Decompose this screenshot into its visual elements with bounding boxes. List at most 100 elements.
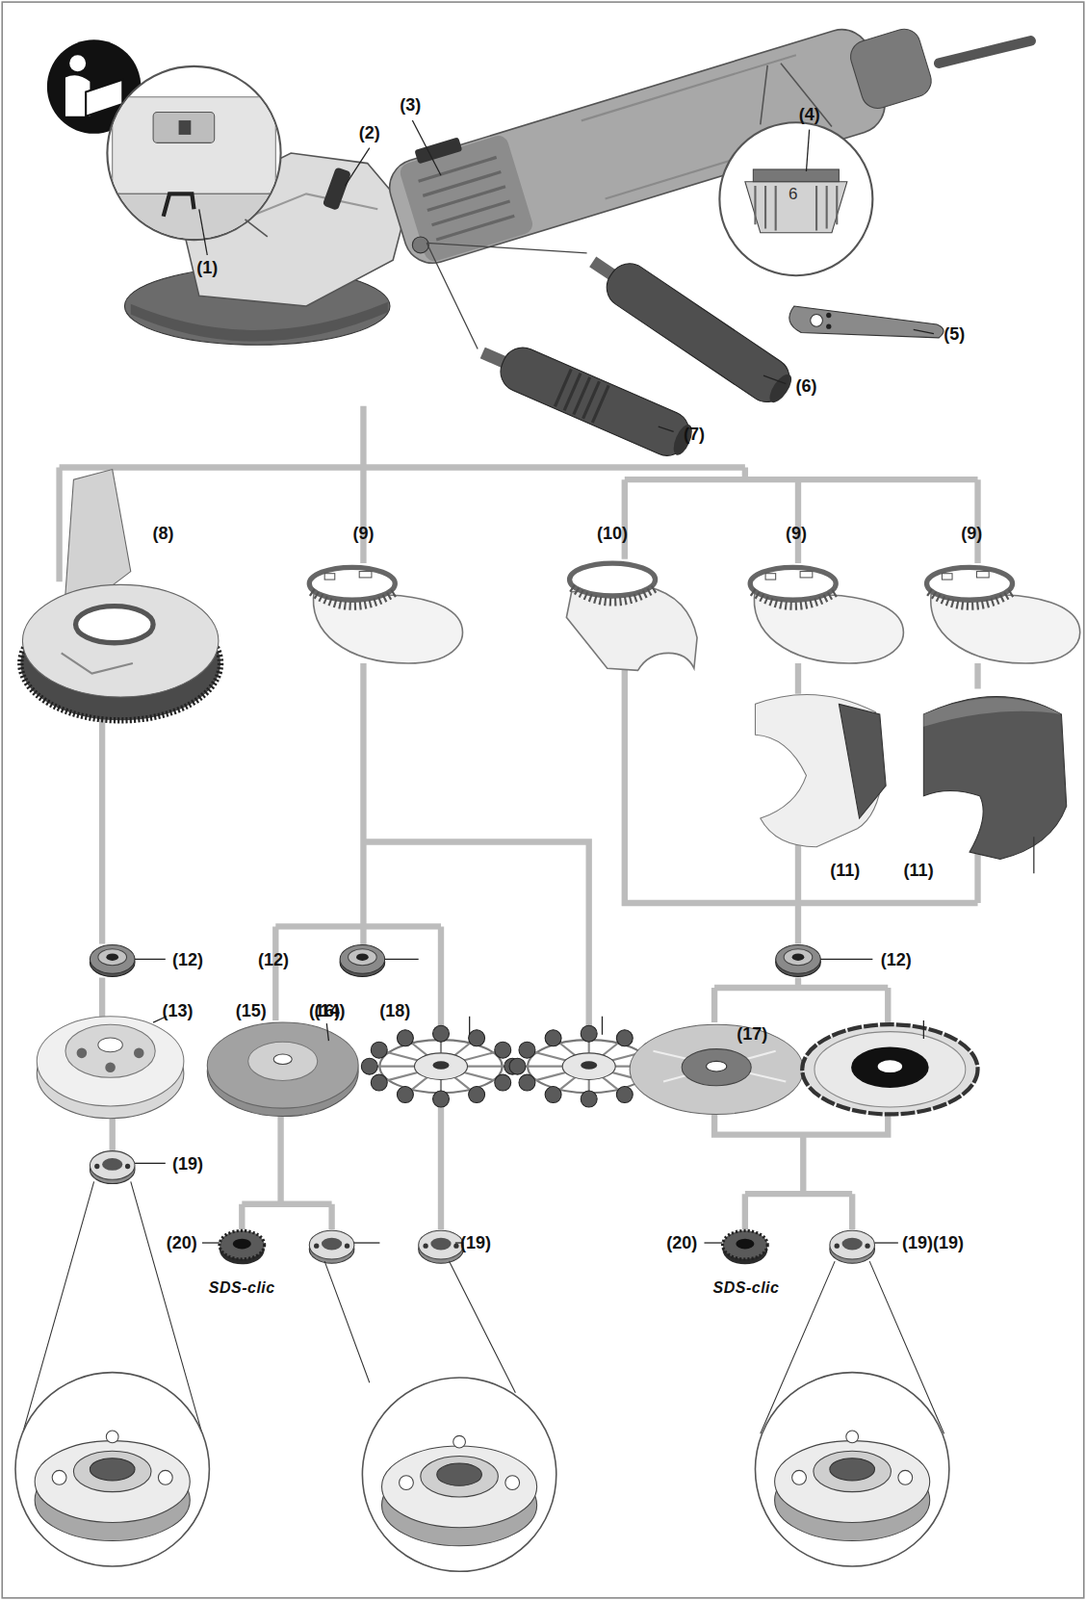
quick-nut xyxy=(219,1230,768,1265)
flange xyxy=(89,945,135,978)
extraction-hood xyxy=(20,469,221,722)
tree-line xyxy=(714,977,888,1023)
inset-circle xyxy=(760,63,832,128)
tree-line xyxy=(241,1102,441,1230)
auxiliary-handle xyxy=(765,370,796,406)
leader-line xyxy=(326,1023,329,1041)
leader-line xyxy=(354,1241,380,1243)
cup-wheel xyxy=(98,1037,123,1053)
callout-number: (15) xyxy=(235,1002,267,1020)
angle-grinder xyxy=(846,25,935,113)
callout-number: (20) xyxy=(166,1234,198,1252)
tree-line xyxy=(59,466,979,582)
callout-number: (5) xyxy=(943,325,965,343)
grinding-disc xyxy=(206,1022,359,1117)
spanner xyxy=(789,306,944,338)
inset-circle xyxy=(106,66,281,245)
protection-guard xyxy=(309,567,463,664)
callout-number: (1) xyxy=(196,258,218,277)
spanner xyxy=(826,324,831,330)
diamond-disc xyxy=(801,1024,978,1114)
clamping-nut xyxy=(829,1230,876,1264)
leader-line xyxy=(134,958,166,960)
leader-line xyxy=(412,120,441,176)
protection-guard xyxy=(749,567,904,664)
clamping-nut xyxy=(89,1151,135,1185)
angle-grinder xyxy=(322,166,352,211)
callout-number: (7) xyxy=(683,425,705,443)
inset-circle xyxy=(752,169,839,182)
leader-line xyxy=(658,426,674,432)
extraction-hood xyxy=(76,606,155,644)
leader-line xyxy=(874,1241,898,1243)
cutting-attachment xyxy=(923,696,1066,859)
inset-circle xyxy=(106,97,281,246)
spanner xyxy=(789,306,944,338)
leader-line xyxy=(601,1016,603,1035)
tree-line xyxy=(59,406,979,1230)
cutting-disc xyxy=(629,1024,803,1114)
leader-line xyxy=(134,120,934,1243)
manual-icon xyxy=(85,79,123,117)
callout-number: (12) xyxy=(172,951,204,969)
callout-number: (18) xyxy=(379,1002,411,1020)
callout-number: (9) xyxy=(960,524,983,543)
manual-icon xyxy=(69,54,86,72)
callout-number: (11) xyxy=(904,861,934,880)
callout-number: (17) xyxy=(736,1025,768,1043)
zoom-circle xyxy=(362,1377,556,1572)
angle-grinder xyxy=(397,132,535,263)
angle-grinder xyxy=(413,136,463,164)
leader-line xyxy=(344,148,369,186)
auxiliary-handle xyxy=(426,242,800,464)
cup-wheel xyxy=(133,1048,145,1060)
callout-number: (9) xyxy=(352,524,374,543)
auxiliary-handle xyxy=(493,340,696,463)
callout-number: (12) xyxy=(880,951,912,969)
zoom-circle xyxy=(15,1372,209,1567)
flange xyxy=(89,945,821,978)
inset-circle xyxy=(153,112,215,144)
cup-wheel xyxy=(65,1024,156,1078)
cutting-guard xyxy=(571,588,657,603)
callout-number: (6) xyxy=(796,377,818,395)
callout-number: (11) xyxy=(829,861,860,880)
leader-line xyxy=(385,958,419,960)
cup-wheel xyxy=(104,1061,116,1073)
angle-grinder xyxy=(130,302,388,342)
callout-number: (8) xyxy=(153,524,175,543)
leader-line xyxy=(468,1016,470,1035)
brand-logo: SDS-clic xyxy=(713,1280,780,1296)
callout-number: (10) xyxy=(596,524,628,543)
spanner xyxy=(826,312,831,318)
callout-number: (12) xyxy=(258,951,289,969)
wire-brush xyxy=(361,1025,520,1108)
grinding-disc xyxy=(206,1022,359,1109)
leader-line xyxy=(202,1241,220,1243)
cutting-disc xyxy=(629,1024,803,1114)
inset-circle xyxy=(112,97,277,195)
leader-line xyxy=(763,375,786,384)
callout-number: (19) xyxy=(460,1234,492,1252)
angle-grinder xyxy=(938,40,1031,63)
flange xyxy=(339,945,386,978)
extraction-hood xyxy=(22,584,219,698)
quick-nut xyxy=(219,1230,265,1265)
brand-logo: SDS-clic xyxy=(208,1280,276,1296)
angle-grinder xyxy=(412,236,429,254)
auxiliary-handle xyxy=(554,368,609,423)
flange xyxy=(775,945,822,978)
tree-line xyxy=(275,663,589,1034)
cutting-attachment xyxy=(923,698,1061,727)
cutting-guard xyxy=(566,563,698,671)
auxiliary-handle xyxy=(598,256,798,411)
cup-wheel xyxy=(36,1016,184,1107)
inset-circle xyxy=(719,122,873,276)
inset-circle xyxy=(179,120,192,135)
wire-brush xyxy=(361,1025,669,1108)
cutting-guard xyxy=(566,586,698,671)
cup-wheel xyxy=(77,1048,88,1060)
